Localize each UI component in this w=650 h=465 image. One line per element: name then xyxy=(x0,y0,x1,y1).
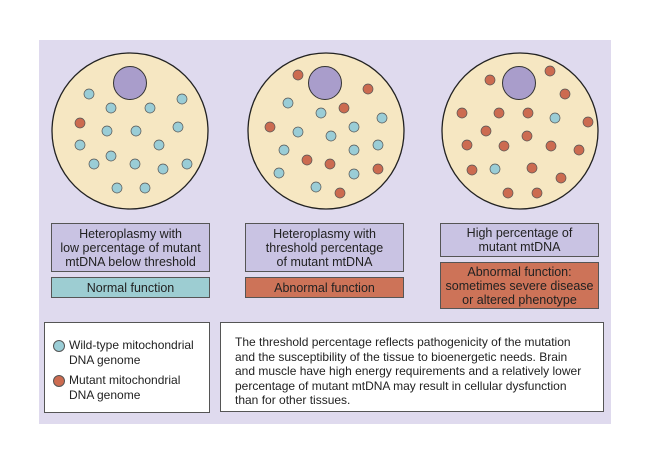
mutant-mtdna-dot xyxy=(301,154,313,166)
wild-type-mtdna-dot xyxy=(278,144,290,156)
wild-type-mtdna-dot xyxy=(74,139,86,151)
cell-3-outcome: Abnormal function: sometimes severe dise… xyxy=(440,262,599,309)
mutant-mtdna-dot xyxy=(545,140,557,152)
mutant-mtdna-dot xyxy=(555,172,567,184)
wild-type-mtdna-dot xyxy=(348,121,360,133)
wild-type-mtdna-dot xyxy=(88,158,100,170)
wild-type-mtdna-dot xyxy=(489,163,501,175)
wild-type-mtdna-dot xyxy=(144,102,156,114)
wild-type-mtdna-dot xyxy=(348,144,360,156)
mutant-mtdna-dot xyxy=(493,107,505,119)
legend-item-wild-type: Wild-type mitochondrial DNA genome xyxy=(53,338,203,367)
mutant-mtdna-dot xyxy=(74,117,86,129)
wild-type-mtdna-dot xyxy=(549,112,561,124)
mutant-mtdna-dot xyxy=(484,74,496,86)
cell-2-outcome: Abnormal function xyxy=(245,277,404,298)
cell-3-label: High percentage of mutant mtDNA xyxy=(440,223,599,257)
explanation-note: The threshold percentage reflects pathog… xyxy=(220,322,604,412)
mutant-mtdna-dot xyxy=(531,187,543,199)
mutant-mtdna-dot xyxy=(456,107,468,119)
wild-type-mtdna-dot xyxy=(139,182,151,194)
wild-type-mtdna-dot xyxy=(157,163,169,175)
wild-type-dot-icon xyxy=(53,340,65,352)
legend-label: Wild-type mitochondrial DNA genome xyxy=(69,338,194,367)
mutant-mtdna-dot xyxy=(582,116,594,128)
mutant-mtdna-dot xyxy=(526,162,538,174)
mutant-mtdna-dot xyxy=(334,187,346,199)
wild-type-mtdna-dot xyxy=(153,139,165,151)
wild-type-mtdna-dot xyxy=(310,181,322,193)
cell-2-nucleus xyxy=(308,66,342,100)
mutant-mtdna-dot xyxy=(324,158,336,170)
mutant-mtdna-dot xyxy=(559,88,571,100)
mutant-mtdna-dot xyxy=(466,164,478,176)
mutant-mtdna-dot xyxy=(544,65,556,77)
wild-type-mtdna-dot xyxy=(273,167,285,179)
mutant-mtdna-dot xyxy=(461,139,473,151)
wild-type-mtdna-dot xyxy=(172,121,184,133)
legend-label: Mutant mitochondrial DNA genome xyxy=(69,373,181,402)
legend-item-mutant: Mutant mitochondrial DNA genome xyxy=(53,373,203,402)
cell-1-nucleus xyxy=(113,66,147,100)
mutant-mtdna-dot xyxy=(498,140,510,152)
legend: Wild-type mitochondrial DNA genome Mutan… xyxy=(44,322,210,413)
wild-type-mtdna-dot xyxy=(348,168,360,180)
mutant-dot-icon xyxy=(53,375,65,387)
mutant-mtdna-dot xyxy=(522,107,534,119)
mutant-mtdna-dot xyxy=(264,121,276,133)
wild-type-mtdna-dot xyxy=(376,112,388,124)
cell-1-outcome: Normal function xyxy=(51,277,210,298)
wild-type-mtdna-dot xyxy=(181,158,193,170)
wild-type-mtdna-dot xyxy=(101,125,113,137)
cell-3-nucleus xyxy=(502,66,536,100)
wild-type-mtdna-dot xyxy=(111,182,123,194)
cell-2-label: Heteroplasmy with threshold percentage o… xyxy=(245,223,404,272)
wild-type-mtdna-dot xyxy=(325,130,337,142)
wild-type-mtdna-dot xyxy=(83,88,95,100)
wild-type-mtdna-dot xyxy=(129,158,141,170)
wild-type-mtdna-dot xyxy=(292,126,304,138)
wild-type-mtdna-dot xyxy=(315,107,327,119)
mutant-mtdna-dot xyxy=(502,187,514,199)
mutant-mtdna-dot xyxy=(372,163,384,175)
mutant-mtdna-dot xyxy=(338,102,350,114)
wild-type-mtdna-dot xyxy=(130,125,142,137)
cell-1-label: Heteroplasmy with low percentage of muta… xyxy=(51,223,210,272)
wild-type-mtdna-dot xyxy=(176,93,188,105)
cell-3-cytoplasm xyxy=(441,52,599,210)
wild-type-mtdna-dot xyxy=(105,150,117,162)
mutant-mtdna-dot xyxy=(480,125,492,137)
wild-type-mtdna-dot xyxy=(105,102,117,114)
wild-type-mtdna-dot xyxy=(282,97,294,109)
wild-type-mtdna-dot xyxy=(372,139,384,151)
mutant-mtdna-dot xyxy=(573,144,585,156)
mutant-mtdna-dot xyxy=(362,83,374,95)
mutant-mtdna-dot xyxy=(521,130,533,142)
mutant-mtdna-dot xyxy=(292,69,304,81)
